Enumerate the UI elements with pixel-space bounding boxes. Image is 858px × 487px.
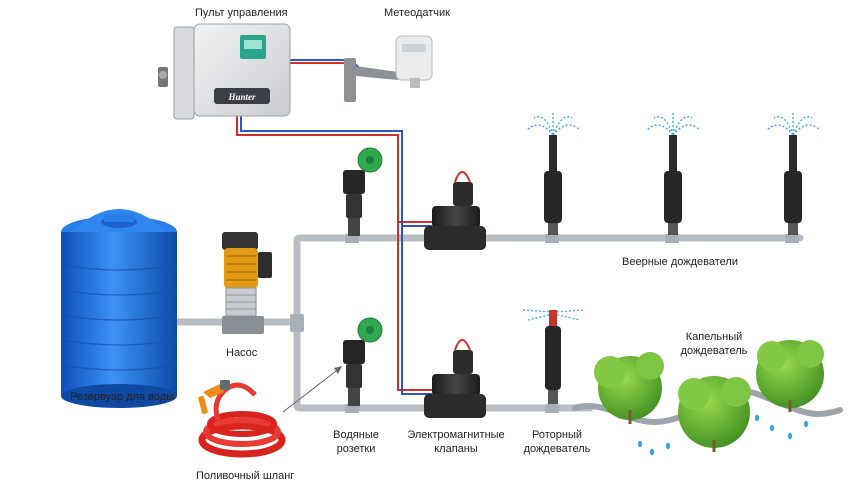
- label-drip-line2: дождеватель: [680, 345, 748, 357]
- fan-sprinkler-2: [646, 111, 701, 235]
- label-rotor-line2: дождеватель: [523, 443, 591, 455]
- water-tank: [60, 209, 178, 408]
- pump: [222, 232, 272, 334]
- label-fan-sprinklers: Веерные дождеватели: [622, 256, 738, 268]
- label-rotor-sprinkler: Роторный дождеватель: [522, 428, 592, 456]
- label-water-outlets-line1: Водяные: [333, 429, 379, 441]
- spray-nozzle-icon: [198, 380, 230, 415]
- label-solenoid-valves: Электромагнитные клапаны: [404, 428, 508, 456]
- solenoid-valve-upper: [424, 171, 486, 250]
- label-water-outlets-line2: розетки: [336, 443, 376, 455]
- label-drip-sprinkler: Капельный дождеватель: [676, 330, 752, 358]
- bush-1: [594, 352, 664, 424]
- water-outlet-lower: [343, 317, 383, 406]
- label-weather-sensor: Метеодатчик: [384, 7, 450, 19]
- pipe-upper-main: [293, 234, 804, 326]
- label-water-outlets: Водяные розетки: [333, 428, 379, 456]
- controller-brand: Hunter: [227, 92, 256, 102]
- label-rotor-line1: Роторный: [531, 429, 582, 441]
- fan-sprinklers: [526, 111, 821, 235]
- label-pump: Насос: [226, 347, 258, 359]
- weather-sensor: [344, 35, 433, 102]
- key-icon: [159, 71, 167, 79]
- bush-2: [678, 376, 751, 452]
- fan-sprinkler-3: [766, 111, 821, 235]
- water-outlet-upper: [343, 147, 383, 236]
- solenoid-valve-lower: [424, 339, 486, 418]
- controller-unit: Hunter: [158, 23, 291, 120]
- pipe-lower-main: [293, 318, 594, 412]
- label-reservoir: Резервуар для воды: [70, 391, 174, 403]
- label-drip-line1: Капельный: [685, 331, 743, 343]
- label-garden-hose: Поливочный шланг: [196, 470, 295, 482]
- rotor-sprinkler: [521, 309, 586, 404]
- water-drops: [637, 414, 809, 456]
- label-solenoid-valves-line1: Электромагнитные: [407, 429, 505, 441]
- pipe-fittings: [290, 234, 799, 413]
- label-solenoid-valves-line2: клапаны: [434, 443, 478, 455]
- outlet-pointer-arrow: [282, 366, 342, 413]
- garden-hose: [198, 380, 286, 458]
- label-controller: Пульт управления: [195, 7, 288, 19]
- bush-3: [756, 340, 824, 412]
- fan-sprinkler-1: [526, 111, 581, 235]
- drip-zone-bushes: [594, 340, 824, 456]
